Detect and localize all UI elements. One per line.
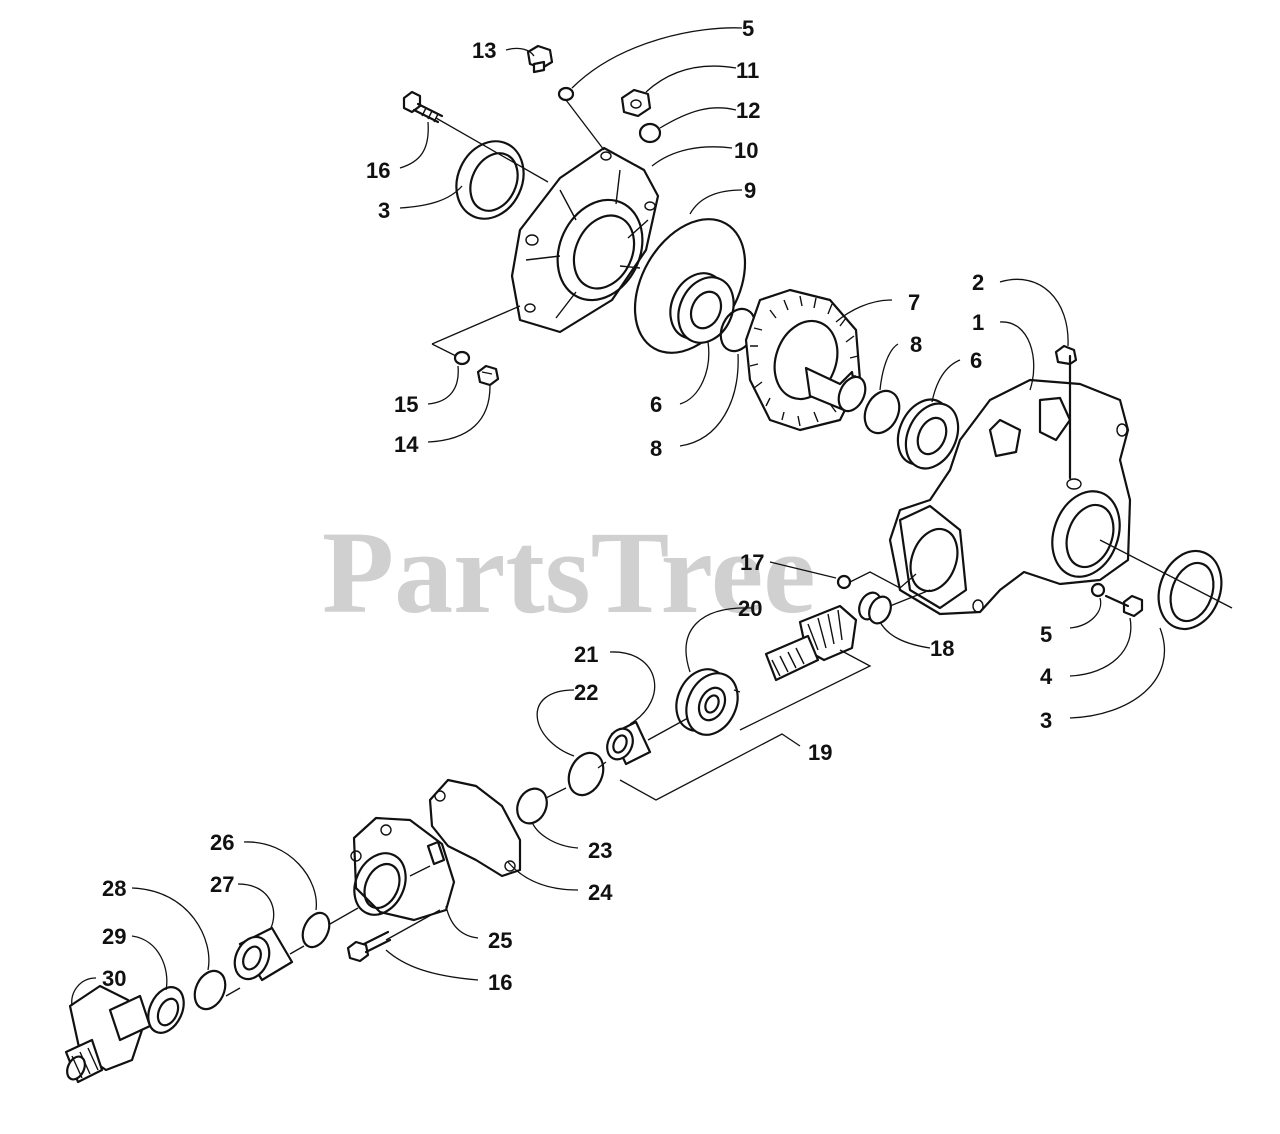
callout-7: 7: [908, 290, 920, 315]
part-11-nut: [620, 88, 652, 118]
callout-19: 19: [808, 740, 832, 765]
callout-6-right: 6: [970, 348, 982, 373]
callout-24: 24: [588, 880, 613, 905]
callout-5-top: 5: [742, 16, 754, 41]
callout-28: 28: [102, 876, 126, 901]
callout-17: 17: [740, 550, 764, 575]
callout-8-left: 8: [650, 436, 662, 461]
part-24-gasket: [428, 778, 522, 878]
callout-23: 23: [588, 838, 612, 863]
part-16-bolt-top: [402, 90, 444, 124]
part-21-collar: [606, 720, 652, 766]
part-5-washer-top: [557, 86, 575, 102]
callout-9: 9: [744, 178, 756, 203]
part-14-bolt: [476, 364, 500, 387]
part-23-oring: [516, 787, 548, 825]
part-30-output-flange: [64, 984, 152, 1084]
callout-26: 26: [210, 830, 234, 855]
callout-16-bottom: 16: [488, 970, 512, 995]
part-19-pinion-shaft: [764, 604, 858, 682]
callout-10: 10: [734, 138, 758, 163]
callout-labels: 5 13 11 12 10 16 9 3 2 7 1 8 6 15 6 14 8…: [102, 16, 1053, 995]
part-29-seal: [147, 986, 185, 1034]
part-22-circlip: [567, 751, 605, 797]
callout-13: 13: [472, 38, 496, 63]
part-17-ball: [836, 574, 852, 590]
callout-11: 11: [736, 58, 759, 83]
callout-2: 2: [972, 270, 984, 295]
part-12-plug: [638, 122, 662, 144]
part-26-circlip: [301, 911, 331, 949]
callout-29: 29: [102, 924, 126, 949]
part-18-needle-bearing: [858, 591, 892, 625]
callout-20: 20: [738, 596, 762, 621]
part-6-bearing-left: [669, 272, 735, 344]
part-3-seal-top: [455, 140, 525, 220]
part-5-washer-right: [1090, 582, 1106, 598]
callout-4: 4: [1040, 664, 1053, 689]
part-2-breather: [1054, 344, 1078, 480]
part-7-ring-gear: [744, 288, 867, 432]
part-15-washer: [453, 350, 471, 366]
callout-3-right: 3: [1040, 708, 1052, 733]
part-28-circlip: [193, 969, 227, 1011]
callout-22: 22: [574, 680, 598, 705]
part-27-bearing: [233, 926, 294, 982]
callout-18: 18: [930, 636, 954, 661]
watermark: PartsTree: [322, 507, 816, 638]
part-25-pinion-cover: [350, 816, 456, 922]
part-6-bearing-right: [896, 398, 960, 470]
callout-12: 12: [736, 98, 760, 123]
callout-1: 1: [972, 310, 984, 335]
callout-8-right: 8: [910, 332, 922, 357]
callout-16-top: 16: [366, 158, 390, 183]
part-13-bolt: [526, 44, 554, 74]
part-20-bearing: [675, 668, 739, 736]
callout-25: 25: [488, 928, 512, 953]
callout-5-right: 5: [1040, 622, 1052, 647]
callout-6-left: 6: [650, 392, 662, 417]
callout-27: 27: [210, 872, 234, 897]
part-16-bolt-bottom: [346, 930, 392, 963]
part-3-seal-right: [1157, 549, 1223, 631]
part-4-bolt: [1104, 594, 1144, 618]
callout-14: 14: [394, 432, 419, 457]
callout-3-top: 3: [378, 198, 390, 223]
part-10-side-cover: [510, 146, 660, 334]
leader-lines: [71, 27, 1233, 1007]
part-8-ring-right: [863, 389, 901, 435]
callout-15: 15: [394, 392, 418, 417]
callout-30: 30: [102, 966, 126, 991]
callout-21: 21: [574, 642, 598, 667]
